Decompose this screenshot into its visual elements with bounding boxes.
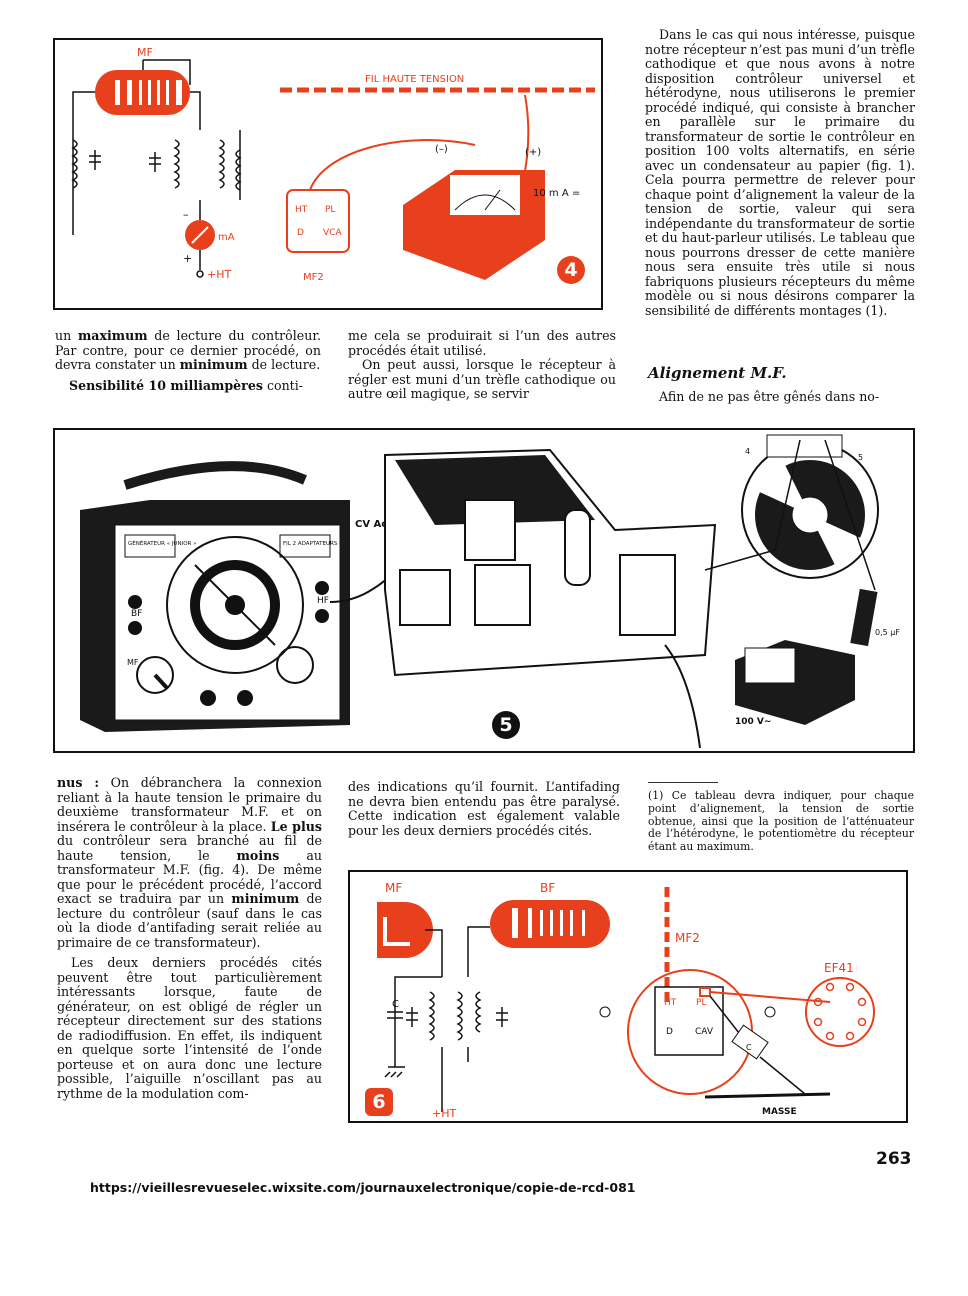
fig4-label-neg: (–) — [435, 144, 448, 155]
fig5-label-mf: MF — [127, 658, 139, 667]
fig6-label-bf: BF — [540, 881, 555, 895]
section-heading: Alignement M.F. — [648, 364, 787, 382]
column-3-top: Dans le cas qui nous intéresse, puisque … — [645, 27, 915, 318]
fig5-label-fil: FIL 2 ADAPTATEURS — [283, 541, 338, 547]
column-1-top: un maximum de lecture du contrôleur. Par… — [55, 328, 321, 393]
fig5-label-cap: 0,5 µF — [875, 628, 900, 637]
fig4-label-fil: FIL HAUTE TENSION — [365, 74, 464, 85]
figure-6-drawing: MF BF C +HT M — [377, 881, 875, 1120]
fig5-label-100v: 100 V∼ — [735, 717, 771, 727]
figure-4: MF mA – + +HT FIL HAUTE TENSION HT PL D … — [53, 38, 603, 310]
figure-4-drawing: MF mA – + +HT FIL HAUTE TENSION HT PL D … — [71, 46, 595, 283]
fig6-pin-ht: HT — [664, 998, 677, 1008]
paragraph: un maximum de lecture du contrôleur. Par… — [55, 328, 321, 372]
fig4-label-plus: + — [183, 252, 192, 265]
paragraph: Les deux derniers procédés cités peuvent… — [57, 955, 322, 1101]
fig5-label-cv: CV Accord — [355, 519, 412, 530]
column-1-bottom: nus : On débranchera la connexion relian… — [57, 775, 323, 1101]
fig4-label-ht: +HT — [207, 268, 231, 281]
fig6-pin-cav: CAV — [695, 1027, 714, 1037]
paragraph: Sensibilité 10 milliampères conti- — [69, 377, 304, 393]
fig4-badge: 4 — [557, 256, 585, 284]
fig4-pin-d: D — [297, 228, 304, 238]
fig6-badge: 6 — [365, 1088, 393, 1116]
fig4-pin-ht: HT — [295, 205, 308, 215]
fig5-label-gen: GÉNÉRATEUR « JUNIOR » — [128, 539, 196, 547]
fig6-label-c: C — [392, 999, 399, 1010]
fig6-label-masse: MASSE — [762, 1107, 797, 1117]
fig6-label-cap: C — [746, 1043, 752, 1052]
column-2-top: me cela se produirait si l’un des autres… — [348, 328, 616, 402]
column-2-bottom: des indications qu’il fournit. L’antifad… — [348, 779, 620, 838]
fig6-label-mf2: MF2 — [675, 931, 700, 945]
fig4-pin-vca: VCA — [323, 228, 342, 238]
column-3-continued: Afin de ne pas être gênés dans no- — [645, 389, 915, 405]
page-number: 263 — [876, 1149, 912, 1169]
figure-6: MF BF C +HT M — [348, 870, 908, 1123]
paragraph: me cela se produirait si l’un des autres… — [348, 328, 616, 358]
fig5-label-bf: BF — [131, 609, 142, 619]
fig4-label-mf2: MF2 — [303, 272, 324, 283]
fig6-pin-pl: PL — [696, 998, 706, 1008]
fig4-label-pos: (+) — [525, 147, 541, 158]
paragraph: nus : On débranchera la connexion relian… — [57, 775, 323, 950]
fig4-label-mf: MF — [137, 46, 153, 59]
fig5-label-hf: HF — [317, 596, 329, 606]
footnote-rule — [648, 782, 718, 783]
fig4-pin-pl: PL — [325, 205, 335, 215]
fig6-label-mf: MF — [385, 881, 402, 895]
fig6-label-ht: +HT — [432, 1107, 456, 1120]
fig4-label-10ma: 10 m A = — [533, 188, 580, 199]
fig4-label-minus: – — [183, 208, 189, 221]
fig6-label-ef41: EF41 — [824, 961, 854, 975]
fig5-label-4: 4 — [745, 447, 750, 456]
fig5-badge: 5 — [492, 711, 520, 739]
fig6-pin-d: D — [666, 1027, 673, 1037]
paragraph: Afin de ne pas être gênés dans no- — [659, 389, 880, 404]
footnote: (1) Ce tableau devra indiquer, pour chaq… — [648, 789, 914, 854]
fig4-label-ma: mA — [218, 232, 235, 243]
figure-5-drawing: GÉNÉRATEUR « JUNIOR » FIL 2 ADAPTATEURS … — [80, 434, 900, 749]
figure-5: GÉNÉRATEUR « JUNIOR » FIL 2 ADAPTATEURS … — [53, 428, 915, 753]
paragraph: On peut aussi, lorsque le récepteur à ré… — [348, 357, 616, 401]
paragraph: des indications qu’il fournit. L’antifad… — [348, 779, 620, 838]
fig5-label-5: 5 — [858, 453, 863, 462]
paragraph: Dans le cas qui nous intéresse, puisque … — [645, 27, 915, 318]
source-url: https://vieillesrevueselec.wixsite.com/j… — [90, 1180, 636, 1195]
